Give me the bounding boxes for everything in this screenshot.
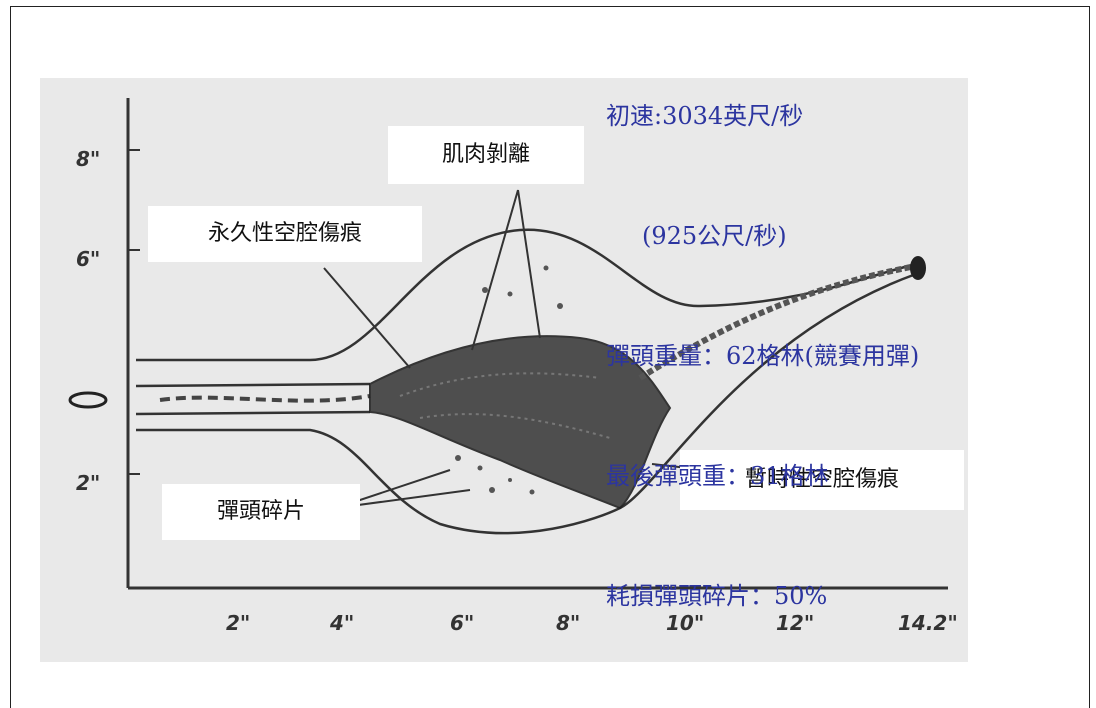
x-tick-14: 14.2" <box>898 611 958 635</box>
x-tick-8: 8" <box>556 611 580 635</box>
figure-frame <box>10 6 1090 708</box>
muzzle-velocity: 初速:3034英尺/秒 <box>606 102 804 130</box>
fragment-loss: 耗損彈頭碎片：50% <box>606 582 828 610</box>
x-tick-12: 12" <box>776 611 814 635</box>
x-tick-2: 2" <box>226 611 250 635</box>
permanent-cavity-leader <box>323 267 411 369</box>
muzzle-velocity-metric: (925公尺/秒) <box>642 222 787 250</box>
muscle-detachment-leader <box>471 189 541 351</box>
bullet-trail <box>638 263 917 381</box>
x-tick-4: 4" <box>329 611 354 635</box>
x-tick-10: 10" <box>666 611 704 635</box>
bullet-icon <box>68 391 108 409</box>
x-tick-6: 6" <box>450 611 474 635</box>
ballistics-info: 初速:3034英尺/秒 (925公尺/秒) 彈頭重量：62格林(競賽用彈) 最後… <box>606 16 919 656</box>
y-tick-8: 8" <box>76 147 100 171</box>
fragments-dots <box>455 265 563 495</box>
temporary-cavity-label: 暫時性空腔傷痕 <box>680 450 964 510</box>
y-tick-6: 6" <box>76 247 100 271</box>
final-bullet-weight: 最後彈頭重：31格林 <box>606 462 829 490</box>
permanent-cavity-label: 永久性空腔傷痕 <box>148 206 422 262</box>
bullet-end-icon <box>910 256 926 280</box>
bullet-weight: 彈頭重量：62格林(競賽用彈) <box>606 342 920 370</box>
bullet-fragments-label: 彈頭碎片 <box>162 484 360 540</box>
permanent-cavity <box>369 335 672 510</box>
wound-track <box>135 382 371 416</box>
muscle-detachment-label: 肌肉剝離 <box>388 126 584 184</box>
y-tick-2: 2" <box>76 471 100 495</box>
wound-profile-drawing: 8" 6" 2" 2" 4" 6" 8" 10" 12" 14.2" <box>68 98 958 635</box>
wound-track-texture <box>159 394 371 403</box>
permanent-cavity-texture <box>399 372 611 439</box>
